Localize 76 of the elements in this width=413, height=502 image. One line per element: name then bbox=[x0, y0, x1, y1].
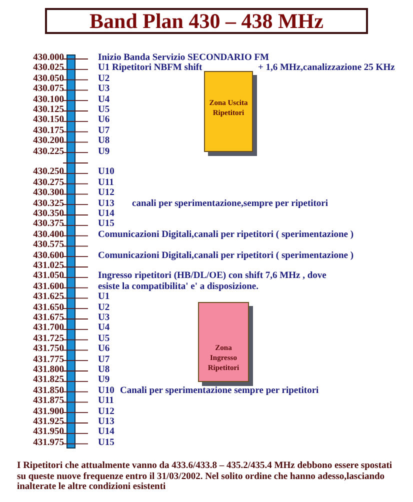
frequency-label: 430.250 bbox=[32, 167, 64, 178]
frequency-label: 430.300 bbox=[32, 188, 64, 200]
channel-label: U11 bbox=[98, 178, 114, 188]
frequency-label: 430.200 bbox=[32, 136, 64, 148]
channel-label: U6 bbox=[98, 344, 110, 356]
channel-label: U13 bbox=[98, 198, 114, 210]
channel-label: Canali per sperimentazione sempre per ripetitori bbox=[120, 386, 319, 397]
frequency-label: 431.900 bbox=[32, 406, 64, 418]
channel-label: U1 Ripetitori NBFM shift bbox=[98, 63, 202, 74]
frequency-label: 430.025 bbox=[32, 63, 64, 74]
frequency-label: 430.150 bbox=[32, 115, 64, 126]
frequency-label: 431.600 bbox=[32, 282, 64, 292]
channel-label: U2 bbox=[98, 302, 110, 314]
channel-label: U8 bbox=[98, 365, 110, 376]
channel-label: U6 bbox=[98, 115, 110, 126]
frequency-label: 430.225 bbox=[32, 146, 64, 158]
frequency-label: 431.800 bbox=[32, 365, 64, 376]
frequency-label: 431.950 bbox=[32, 427, 64, 438]
channel-label: U12 bbox=[98, 188, 114, 200]
frequency-label: 430.375 bbox=[32, 219, 64, 230]
frequency-label: 431.850 bbox=[32, 386, 64, 396]
frequency-label: 431.825 bbox=[32, 375, 64, 386]
channel-label: U3 bbox=[98, 84, 110, 96]
channel-label: U8 bbox=[98, 136, 110, 148]
channel-label: U5 bbox=[98, 105, 110, 116]
channel-label: U9 bbox=[98, 146, 110, 158]
frequency-label: 431.875 bbox=[32, 396, 64, 408]
frequency-label: 430.175 bbox=[32, 126, 64, 136]
frequency-label: 431.675 bbox=[32, 313, 64, 324]
channel-label: U12 bbox=[98, 406, 114, 418]
frequency-label: 430.400 bbox=[32, 230, 64, 240]
channel-label: U4 bbox=[98, 323, 110, 334]
frequency-label: 431.925 bbox=[32, 417, 64, 428]
channel-label: U11 bbox=[98, 396, 114, 408]
channel-label: U13 bbox=[98, 417, 114, 428]
frequency-label: 430.075 bbox=[32, 84, 64, 96]
frequency-label: 431.650 bbox=[32, 302, 64, 314]
frequency-label: 431.700 bbox=[32, 323, 64, 334]
channel-label: Inizio Banda Servizio SECONDARIO FM bbox=[98, 53, 270, 63]
channel-label: U7 bbox=[98, 354, 110, 366]
channel-label: U10 bbox=[98, 386, 114, 396]
channel-label: U7 bbox=[98, 126, 110, 136]
note-text: Ingresso ripetitori (HB/DL/OE) con shift 7,6 MHz , dove esiste la compatibilita' e' a disposizione. bbox=[98, 271, 328, 292]
channel-label: U10 bbox=[98, 167, 114, 178]
channel-label: U14 bbox=[98, 427, 114, 438]
frequency-label: 430.000 bbox=[32, 53, 64, 64]
title: Band Plan 430 – 438 MHz bbox=[45, 8, 368, 34]
frequency-label: 431.775 bbox=[32, 354, 64, 366]
channel-label: U3 bbox=[98, 313, 110, 324]
frequency-label: 431.750 bbox=[32, 344, 64, 356]
frequency-label: 430.275 bbox=[32, 178, 64, 188]
channel-label: Comunicazioni Digitali,canali per ripetitori ( sperimentazione ) bbox=[98, 230, 354, 241]
channel-label: Comunicazioni Digitali,canali per ripetitori ( sperimentazione ) bbox=[98, 250, 354, 262]
footnote-text: I Ripetitori che attualmente vanno da 433.6/433.8 – 435.2/435.4 MHz debbono essere spostati su queste nuove frequenze entro il 31/03/2002. Nel solito ordine che hanno adesso,lasciando inalterate le altre condizioni esistenti bbox=[17, 461, 394, 492]
frequency-label: 431.975 bbox=[32, 438, 64, 449]
frequency-label: 431.625 bbox=[32, 292, 64, 304]
channel-label: U2 bbox=[98, 74, 110, 84]
channel-label: U1 bbox=[98, 292, 110, 304]
channel-label: U15 bbox=[98, 438, 114, 449]
frequency-label: 430.575 bbox=[32, 240, 64, 252]
frequency-label: 430.100 bbox=[32, 94, 64, 106]
channel-label: U9 bbox=[98, 375, 110, 386]
channel-label: U14 bbox=[98, 209, 114, 220]
frequency-label: 430.050 bbox=[32, 74, 64, 84]
frequency-label: 430.350 bbox=[32, 209, 64, 220]
channel-label: + 1,6 MHz,canalizzazione 25 KHz bbox=[258, 63, 395, 74]
frequency-label: 431.725 bbox=[32, 334, 64, 344]
frequency-label: 430.600 bbox=[32, 250, 64, 262]
frequency-label: 430.125 bbox=[32, 105, 64, 116]
channel-label: U5 bbox=[98, 334, 110, 344]
channel-label: U4 bbox=[98, 94, 110, 106]
frequency-label: 431.050 bbox=[32, 271, 64, 282]
frequency-label: 431.025 bbox=[32, 261, 64, 272]
frequency-label: 430.325 bbox=[32, 198, 64, 210]
channel-label: canali per sperimentazione,sempre per ripetitori bbox=[132, 198, 328, 210]
channel-label: U15 bbox=[98, 219, 114, 230]
